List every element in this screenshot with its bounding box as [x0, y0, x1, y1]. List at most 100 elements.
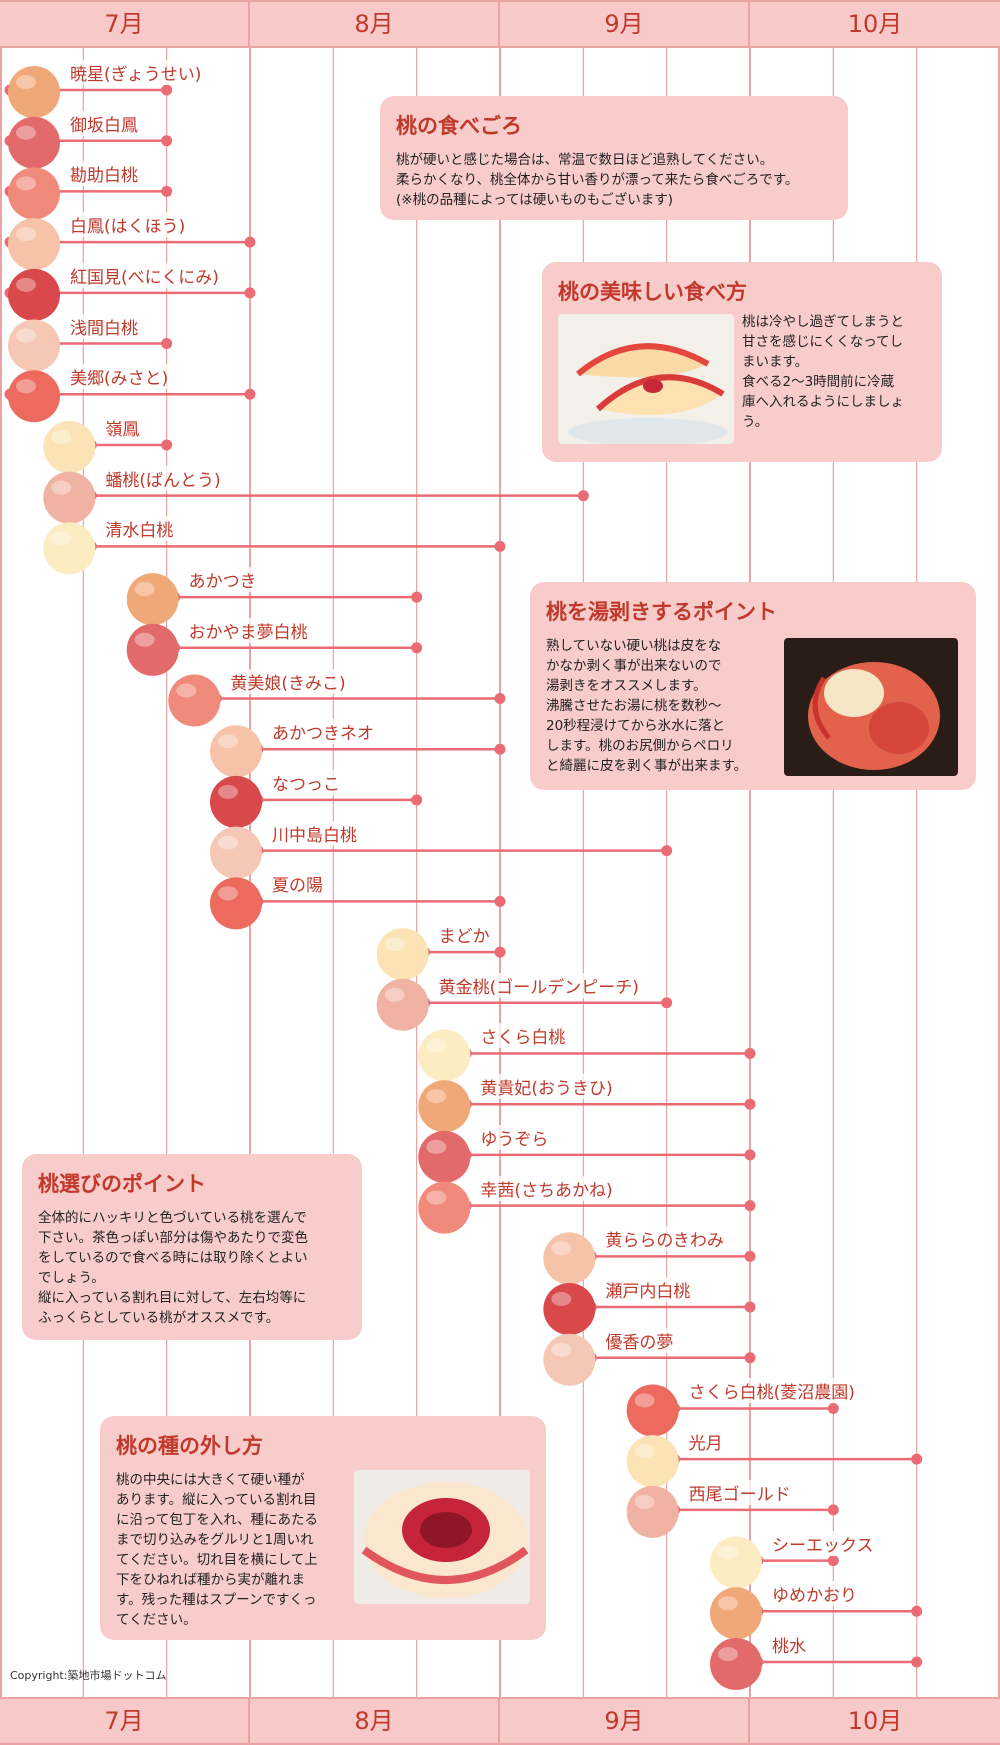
box-line: 20秒程浸けてから氷水に落と: [546, 718, 726, 734]
season-bar-endpoint: [827, 1555, 839, 1567]
season-bar-endpoint: [661, 845, 673, 857]
peach-icon: [8, 66, 60, 118]
peach-highlight: [51, 480, 72, 495]
box-line: 縦に入っている割れ目に対して、左右均等に: [38, 1290, 307, 1306]
variety-label: 黄金桃(ゴールデンピーチ): [436, 972, 641, 998]
box-line: 熟していない硬い桃は皮をな: [546, 638, 722, 654]
select-box: 桃選びのポイント 全体的にハッキリと色づいている桃を選んで 下さい。茶色っぽい部…: [22, 1154, 362, 1340]
variety-label: 黄美娘(きみこ): [228, 668, 348, 694]
box-title: 桃の食べごろ: [396, 114, 522, 138]
box-line: 全体的にハッキリと色づいている桃を選んで: [38, 1210, 307, 1226]
box-title: 桃選びのポイント: [38, 1172, 206, 1196]
variety-label: 浅間白桃: [68, 313, 140, 339]
peach-icon: [376, 978, 429, 1031]
season-bar-endpoint: [577, 490, 589, 502]
peach-icon: [543, 1283, 596, 1336]
box-line: かなか剥く事が出来ないので: [546, 658, 722, 674]
box-text: 桃が硬いと感じた場合は、常温で数日ほど追熟してください。 柔らかくなり、桃全体か…: [396, 150, 832, 210]
variety-label: 暁星(ぎょうせい): [68, 60, 204, 85]
peach-icon: [8, 218, 60, 271]
box-line: でしょう。: [38, 1270, 105, 1286]
box-line: (※桃の品種によっては硬いものもございます): [396, 192, 673, 208]
box-line: します。桃のお尻側からペロリ: [546, 738, 734, 754]
box-text: 全体的にハッキリと色づいている桃を選んで 下さい。茶色っぽい部分は傷やあたりで変…: [38, 1208, 346, 1328]
month-label: 10月: [847, 1707, 903, 1735]
variety-label: 清水白桃: [103, 516, 176, 542]
peach-icon: [626, 1485, 679, 1538]
box-text: 桃は冷やし過ぎてしまうと 甘さを感じにくくなってし まいます。 食べる2～3時間…: [742, 312, 930, 432]
season-bar-endpoint: [161, 439, 173, 451]
variety-label: おかやま夢白桃: [186, 617, 310, 643]
box-line: 庫へ入れるようにしましょ: [742, 394, 904, 410]
variety-label: 桃水: [770, 1632, 808, 1657]
season-bar-endpoint: [911, 1453, 923, 1465]
peach-icon: [210, 877, 262, 930]
month-label: 9月: [500, 2, 750, 46]
peach-highlight: [551, 1241, 572, 1256]
peach-highlight: [426, 1139, 447, 1154]
variety-label: 黄貴妃(おうきひ): [478, 1074, 615, 1100]
variety-label: 夏の陽: [270, 871, 325, 897]
variety-label: ゆめかおり: [770, 1581, 859, 1607]
box-line: 下さい。茶色っぽい部分は傷やあたりで変色: [38, 1230, 308, 1246]
peach-icon: [710, 1638, 762, 1690]
peach-highlight: [384, 987, 405, 1002]
peach-icon: [126, 573, 179, 626]
peach-highlight: [718, 1596, 738, 1611]
peach-icon: [8, 370, 60, 423]
season-bar-endpoint: [494, 693, 506, 705]
peach-highlight: [218, 784, 238, 799]
peach-highlight: [218, 886, 238, 901]
eat-time-box: 桃の食べごろ 桃が硬いと感じた場合は、常温で数日ほど追熟してください。 柔らかく…: [380, 96, 848, 220]
peach-highlight: [134, 632, 155, 647]
peach-icon: [43, 522, 96, 575]
peach-icon: [126, 623, 179, 676]
season-bar-endpoint: [744, 1149, 756, 1161]
variety-label: あかつきネオ: [270, 719, 376, 745]
variety-label: さくら白桃: [478, 1023, 568, 1049]
season-bar-endpoint: [744, 1352, 756, 1364]
month-header-top: 7月 8月 9月 10月: [0, 0, 1000, 48]
peach-highlight: [426, 1089, 447, 1104]
box-line: 湯剥きをオススメします。: [546, 678, 707, 694]
box-line: 桃は冷やし過ぎてしまうと: [742, 314, 904, 330]
peach-highlight: [16, 379, 36, 394]
season-bar-endpoint: [161, 84, 173, 96]
season-bar-endpoint: [494, 540, 506, 552]
variety-label: 西尾ゴールド: [686, 1479, 793, 1505]
month-label: 8月: [250, 1699, 500, 1743]
box-line: あります。縦に入っている割れ目: [116, 1492, 317, 1508]
peach-icon: [543, 1333, 596, 1386]
variety-label: 蟠桃(ばんとう): [103, 465, 223, 491]
box-line: 沸騰させたお湯に桃を数秒～: [546, 698, 722, 714]
season-bar-endpoint: [744, 1200, 756, 1212]
variety-label: さくら白桃(菱沼農園): [686, 1378, 857, 1404]
peach-icon: [210, 826, 262, 879]
peach-icon: [418, 1181, 471, 1234]
peach-highlight: [718, 1545, 738, 1560]
variety-label: 嶺鳳: [103, 414, 142, 440]
variety-label: 幸茜(さちあかね): [478, 1175, 615, 1201]
box-line: 下をひねれば種から実が離れま: [116, 1572, 305, 1588]
box-title: 桃を湯剥きするポイント: [546, 600, 777, 624]
peach-highlight: [551, 1342, 572, 1357]
season-bar-endpoint: [411, 642, 423, 654]
season-bar-endpoint: [161, 338, 173, 350]
peach-highlight: [218, 734, 238, 749]
delicious-box: 桃の美味しい食べ方 桃は冷やし過ぎてしまうと 甘さを感じにくくなってし まいます…: [542, 262, 942, 462]
season-bar-endpoint: [661, 997, 673, 1009]
peach-icon: [43, 420, 96, 473]
variety-label: シーエックス: [770, 1530, 876, 1556]
box-line: をしているので食べる時には取り除くとよい: [38, 1250, 308, 1266]
season-bar-endpoint: [161, 185, 173, 197]
season-bar-endpoint: [161, 135, 173, 147]
peach-icon: [376, 928, 429, 981]
peach-highlight: [176, 683, 197, 698]
peach-icon: [626, 1435, 679, 1488]
box-line: と綺麗に皮を剥く事が出来ます。: [546, 758, 748, 774]
variety-label: なつっこ: [270, 769, 342, 795]
peach-icon: [710, 1587, 762, 1640]
peach-highlight: [16, 277, 36, 292]
